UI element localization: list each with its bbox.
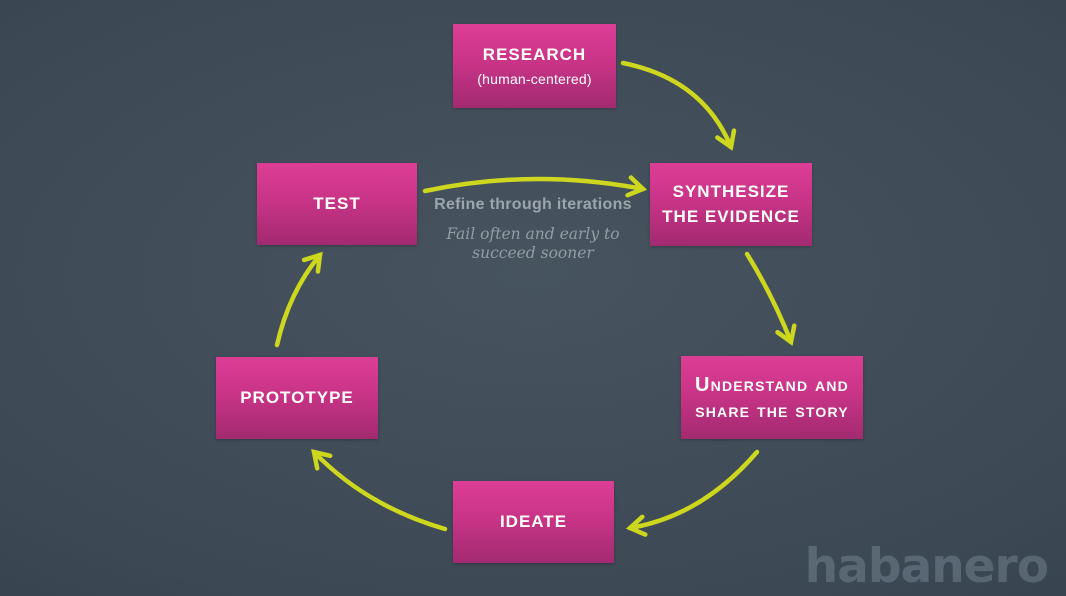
arrow-understand-to-ideate [625, 449, 760, 537]
node-research: RESEARCH (human-centered) [453, 24, 616, 108]
center-note-title: Refine through iterations [434, 196, 632, 213]
node-ideate-label: IDEATE [499, 511, 568, 531]
arrow-ideate-to-prototype [311, 449, 448, 532]
arrow-synthesize-to-understand [744, 251, 797, 346]
node-prototype: PROTOTYPE [216, 357, 378, 439]
node-synthesize-label: SYNTHESIZE THE EVIDENCE [662, 181, 800, 226]
node-ideate: IDEATE [453, 481, 614, 563]
arrow-test-to-synthesize [422, 175, 648, 198]
center-note: Refine through iterations Fail often and… [408, 196, 658, 264]
node-understand: Understand and share the story [681, 356, 863, 439]
center-note-subtitle: Fail often and early to succeed sooner [446, 225, 620, 263]
node-prototype-label: PROTOTYPE [240, 387, 354, 407]
node-research-label: RESEARCH [482, 45, 587, 65]
node-understand-label: Understand and share the story [695, 373, 849, 422]
node-synthesize: SYNTHESIZE THE EVIDENCE [650, 163, 812, 246]
node-research-sublabel: (human-centered) [477, 70, 592, 87]
habanero-logo: habanero [804, 539, 1049, 594]
node-test-label: TEST [313, 193, 361, 213]
arrow-prototype-to-test [274, 251, 323, 348]
arrow-research-to-synthesize [620, 60, 737, 151]
node-test: TEST [257, 163, 417, 245]
